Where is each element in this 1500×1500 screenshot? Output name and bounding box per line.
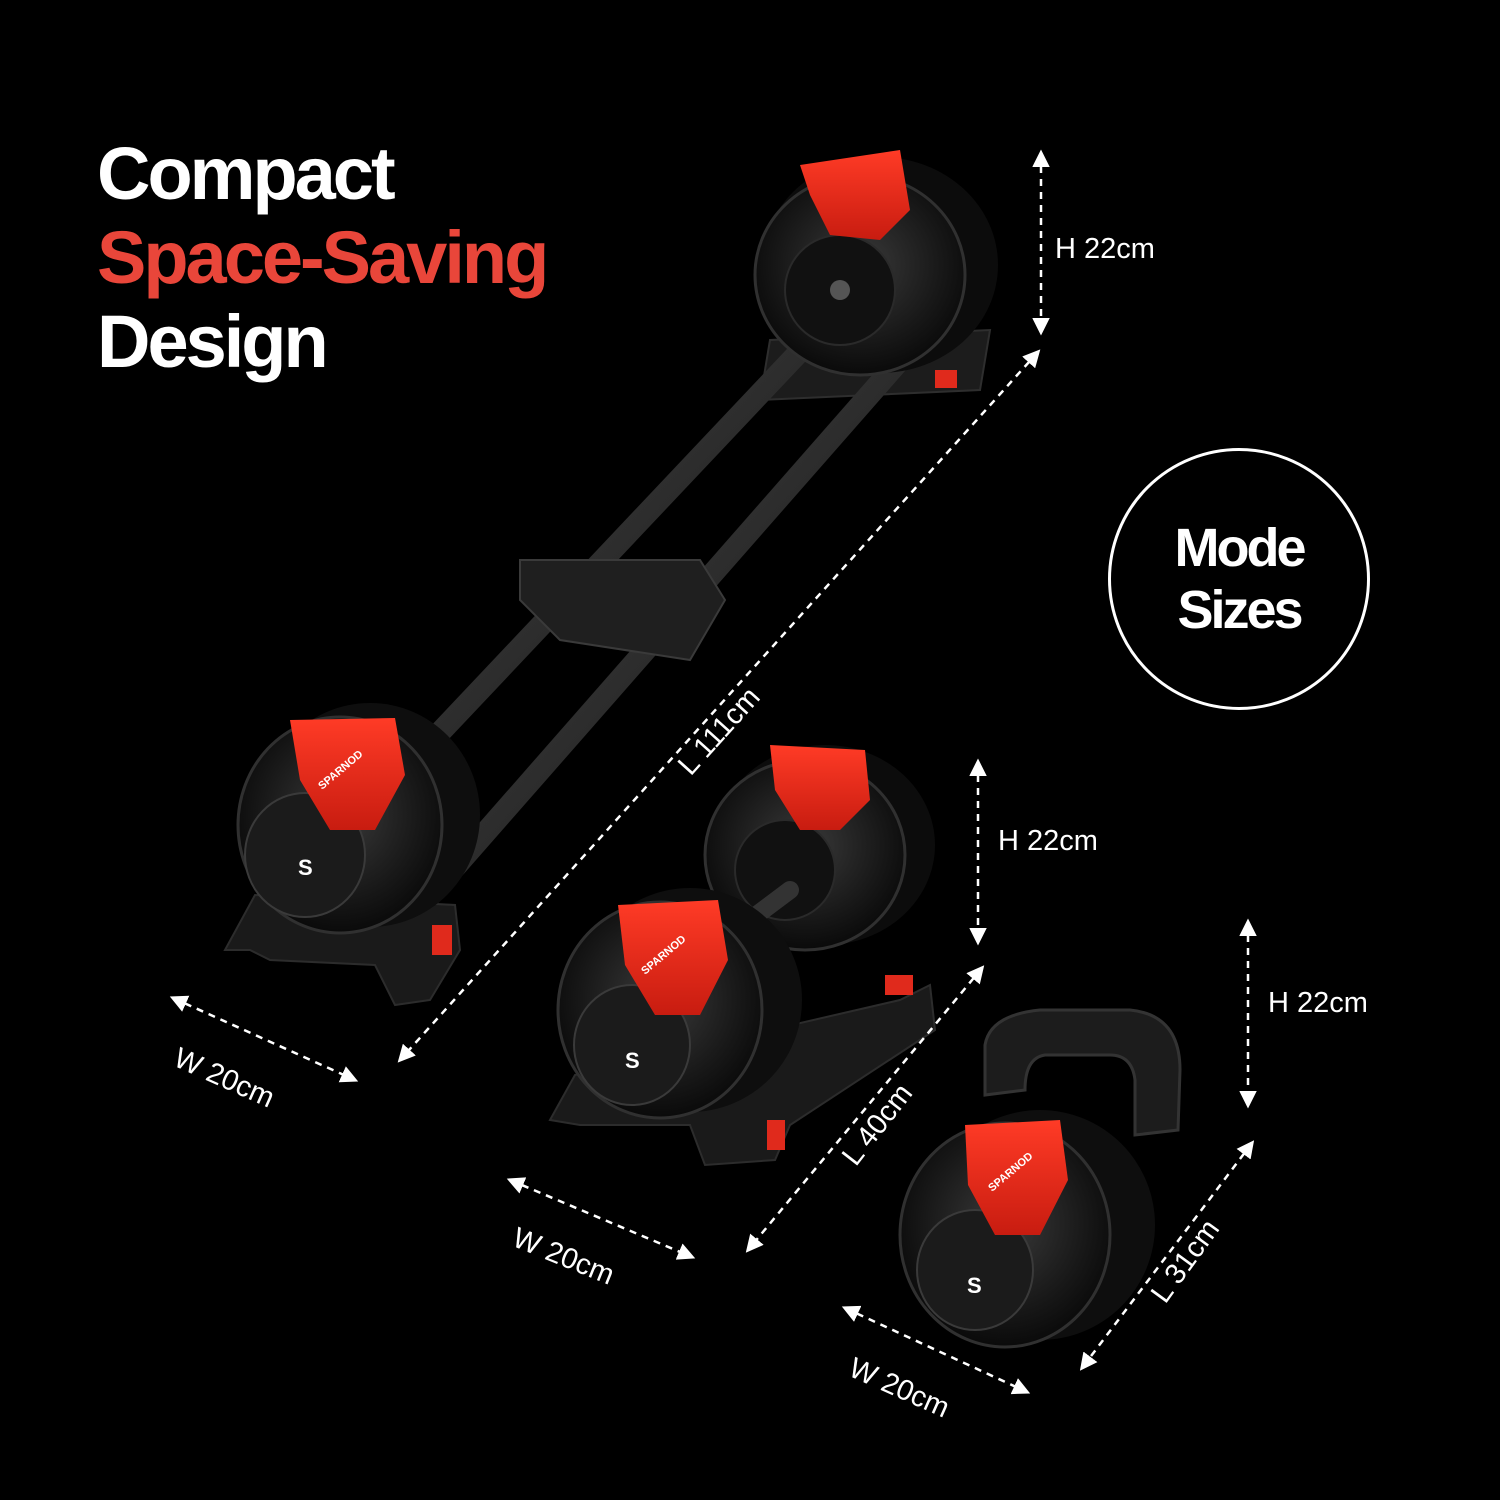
- kettlebell-selector: [965, 1120, 1068, 1235]
- kettlebell-logo-letter: S: [967, 1273, 982, 1298]
- barbell-logo-letter: S: [298, 855, 313, 880]
- barbell-front-plates: SPARNOD S: [236, 703, 480, 935]
- headline-line-2: Space-Saving: [97, 216, 549, 299]
- kettlebell-height-label: H 22cm: [1268, 987, 1368, 1019]
- dumbbell-cradle-red-tab-front: [767, 1120, 785, 1150]
- dumbbell-width-arrow: [506, 1177, 696, 1260]
- barbell-length-arrow: [397, 349, 1041, 1063]
- barbell-rear-cradle-red-tab: [935, 370, 957, 388]
- barbell-height-label: H 22cm: [1055, 233, 1155, 265]
- dimension-arrows: [169, 149, 1257, 1395]
- dumbbell-cradle-red-tab-rear: [885, 975, 913, 995]
- barbell-rear-plates: [753, 150, 998, 377]
- mode-sizes-badge: Mode Sizes: [1108, 448, 1370, 710]
- kettlebell: SPARNOD S: [898, 1008, 1182, 1349]
- kettlebell-length-arrow: [1079, 1140, 1255, 1371]
- badge-line-1: Mode: [1174, 518, 1307, 578]
- barbell-rear-selector: [800, 150, 910, 240]
- barbell-front-cradle-red-tab: [432, 925, 452, 955]
- barbell-front-selector: [290, 718, 405, 830]
- headline-line-3: Design: [97, 300, 329, 383]
- dumbbell-length-arrow: [745, 965, 985, 1253]
- badge-line-2: Sizes: [1177, 580, 1303, 640]
- headline: Compact Space-Saving Design: [97, 132, 549, 384]
- headline-line-1: Compact: [97, 132, 396, 215]
- barbell-center-bracket: [519, 559, 727, 662]
- dumbbell-height-label: H 22cm: [998, 825, 1098, 857]
- dumbbell-logo-letter: S: [625, 1048, 640, 1073]
